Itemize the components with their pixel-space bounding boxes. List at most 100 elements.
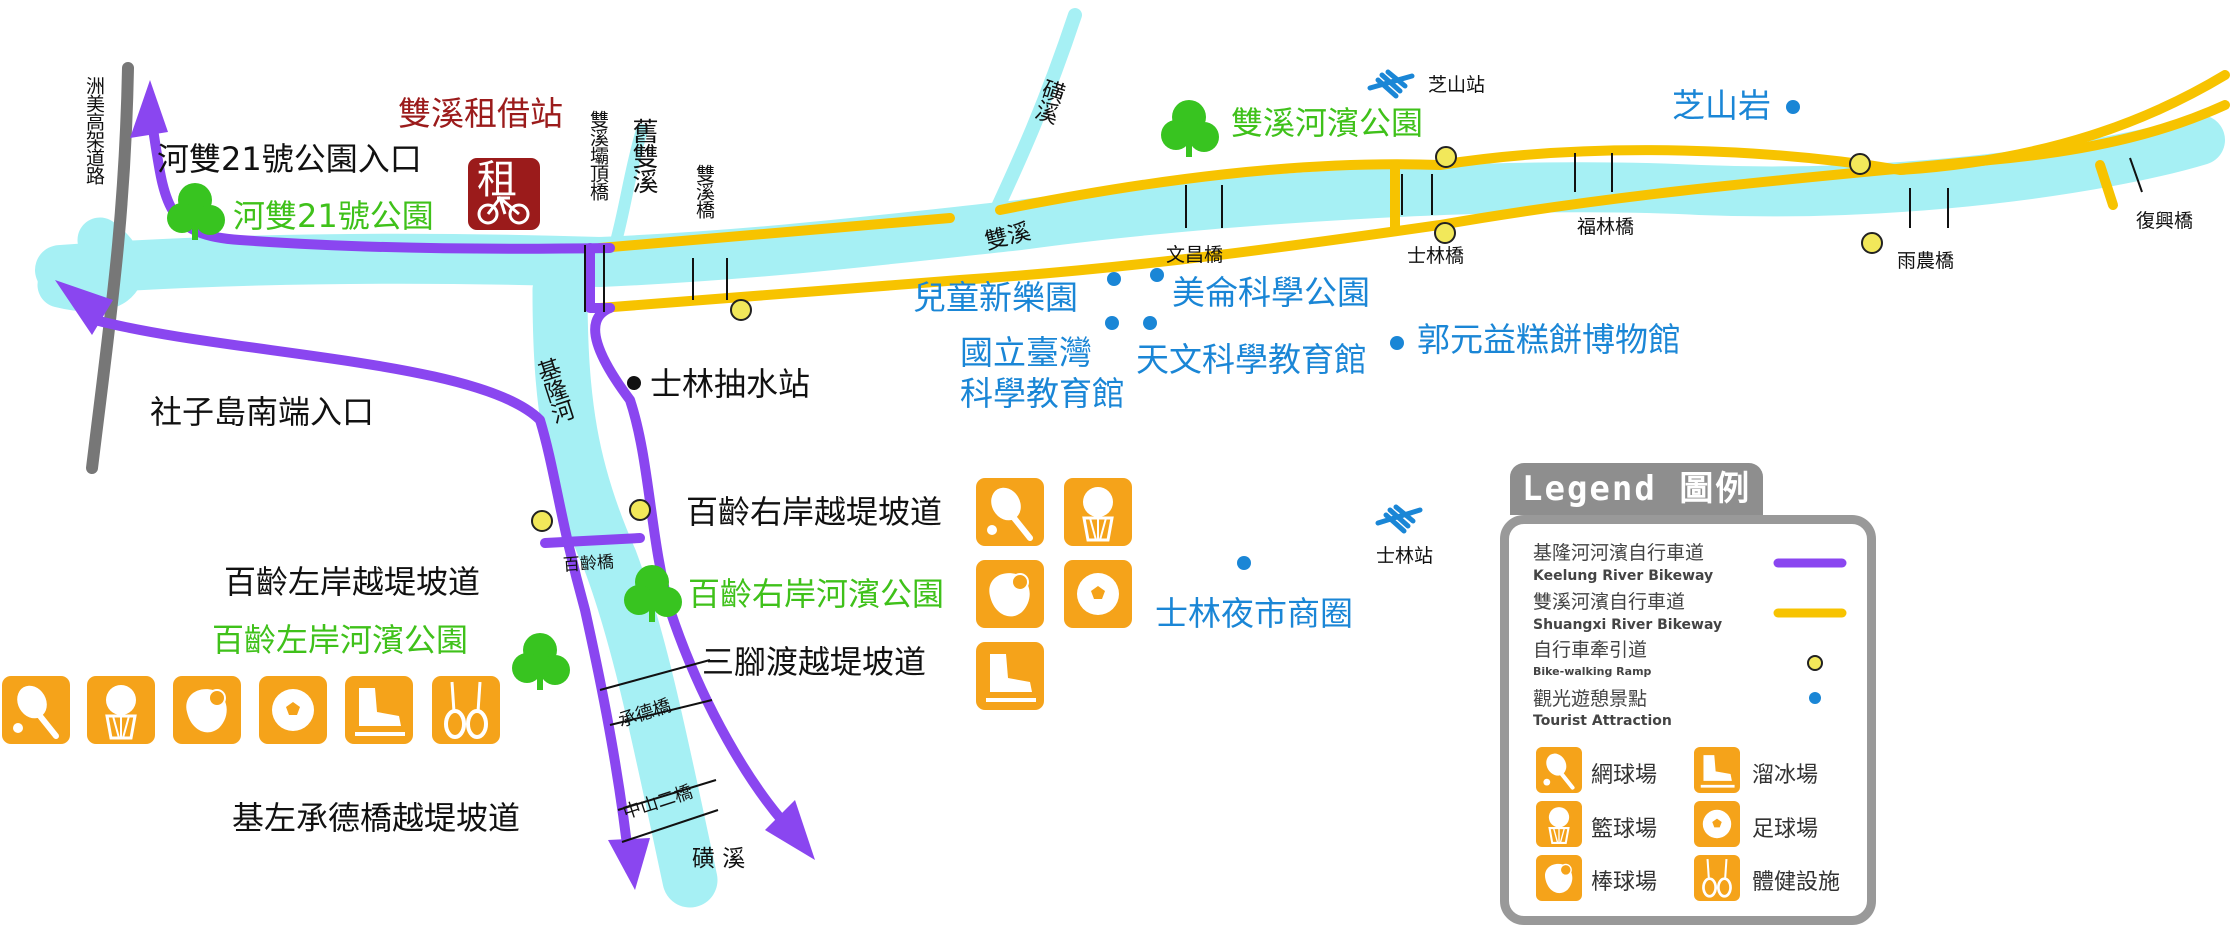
legend-attraction-swatch [1809, 692, 1821, 704]
ramp-marker [1849, 153, 1871, 175]
soccer-icon [259, 676, 327, 744]
zhishanyan-label: 芝山岩 [1672, 86, 1771, 125]
shilin-bridge-label: 士林橋 [1407, 245, 1465, 267]
tree-icon [1161, 100, 1219, 157]
soccer-icon [1064, 560, 1132, 628]
legend-attraction-zh: 觀光遊憩景點 [1533, 688, 1648, 710]
tree-icon [167, 183, 225, 240]
huangxi-bottom-label: 磺 溪 [692, 846, 746, 872]
tennis-icon [2, 676, 70, 744]
kuo-museum-label: 郭元益糕餅博物館 [1417, 320, 1681, 359]
legend-shuangxi-zh: 雙溪河濱自行車道 [1533, 591, 1686, 613]
zhoumei-road-label: 洲美高架道路 [83, 76, 105, 184]
baseball-icon [173, 676, 241, 744]
legend-title: Legend 圖例 [1510, 463, 1764, 515]
river-main [35, 115, 2225, 295]
tennis-icon [976, 478, 1044, 546]
bailing-right-park-label: 百齡右岸河濱公園 [688, 575, 945, 613]
legend-fitness-label: 體健設施 [1752, 870, 1841, 895]
pump-station-label: 士林抽水站 [650, 365, 811, 403]
night-market-label: 士林夜市商圈 [1155, 594, 1353, 633]
rental-char: 租 [477, 157, 517, 203]
legend-tennis-icon [1536, 747, 1582, 793]
ramp-marker [730, 299, 752, 321]
mrt-logo [1375, 504, 1423, 534]
ramp-marker [629, 499, 651, 521]
legend-title-zh: 圖例 [1679, 469, 1752, 509]
skating-icon [345, 676, 413, 744]
legend-baseball-label: 棒球場 [1591, 870, 1658, 895]
old-shuangxi-river [609, 124, 648, 251]
skating-icon [976, 642, 1044, 710]
sanjiaodu-ramp-label: 三腳渡越堤坡道 [702, 643, 927, 681]
bailing-left-ramp-label: 百齡左岸越堤坡道 [224, 563, 481, 601]
legend-skating-icon [1694, 747, 1740, 793]
shilin-station-label: 士林站 [1376, 545, 1434, 567]
ramp-marker [1861, 232, 1883, 254]
shuangxi-bridge-label: 雙溪橋 [693, 164, 715, 218]
ramp-marker [1434, 222, 1456, 244]
ntsec-line1-label: 國立臺灣 [960, 333, 1092, 372]
ramp-markers [531, 146, 1883, 532]
legend-fitness-icon [1694, 855, 1740, 901]
arrow-north [130, 80, 168, 138]
tree-icon [512, 633, 570, 690]
arrow-south-right [765, 800, 815, 860]
bikeway-arrows [55, 80, 815, 890]
shuangxi-dam-bridge-label: 雙溪壩頂橋 [587, 110, 609, 200]
legend-skating-label: 溜冰場 [1752, 763, 1819, 788]
fuxing-bridge-label: 復興橋 [2136, 210, 2194, 232]
basketball-icon [1064, 478, 1132, 546]
bailing-left-park-label: 百齡左岸河濱公園 [212, 621, 469, 659]
keelung-river [532, 262, 718, 908]
jizuo-chengde-ramp-label: 基左承德橋越堤坡道 [232, 799, 521, 837]
legend-soccer-label: 足球場 [1752, 817, 1819, 842]
park21-entrance-label: 河雙21號公園入口 [157, 140, 422, 178]
legend-shuangxi-en: Shuangxi River Bikeway [1533, 617, 1723, 633]
children-park-label: 兒童新樂園 [913, 278, 1078, 317]
legend-keelung-zh: 基隆河河濱自行車道 [1533, 542, 1705, 564]
old-shuangxi-label: 舊雙溪 [628, 118, 658, 193]
fitness-icon [432, 676, 500, 744]
attraction-dots [1105, 100, 1800, 570]
bailing-right-ramp-label: 百齡右岸越堤坡道 [686, 493, 943, 531]
legend-ramp-swatch [1807, 655, 1823, 671]
huangxi-river [978, 8, 1082, 242]
arrow-west [55, 280, 113, 335]
pump-station-dot [627, 376, 641, 390]
ramp-marker [1435, 146, 1457, 168]
legend-keelung-en: Keelung River Bikeway [1533, 568, 1714, 584]
legend-basketball-label: 籃球場 [1591, 817, 1658, 842]
legend-ramp-zh: 自行車牽引道 [1533, 639, 1648, 661]
zhoumei-road [86, 62, 134, 474]
legend-symbols [1773, 558, 1847, 704]
zhishan-station-label: 芝山站 [1428, 74, 1486, 96]
yunong-bridge-label: 雨農橋 [1897, 250, 1955, 272]
bicycle-icon [477, 195, 530, 225]
meilun-park-label: 美侖科學公園 [1172, 273, 1370, 312]
legend-title-en: Legend [1522, 469, 1657, 509]
ramp-marker [531, 510, 553, 532]
arrow-south-left [608, 838, 650, 890]
shuangxi-park-label: 雙溪河濱公園 [1231, 104, 1424, 142]
mrt-logo [1367, 69, 1415, 99]
ntsec-line2-label: 科學教育館 [960, 374, 1125, 413]
bailing-bridge-label: 百齡橋 [562, 552, 615, 576]
tree-icon [624, 565, 682, 622]
legend-baseball-icon [1536, 855, 1582, 901]
rental-box [468, 158, 540, 230]
park21-label: 河雙21號公園 [233, 197, 434, 235]
wenchang-bridge-label: 文昌橋 [1166, 244, 1224, 266]
tree-icons [167, 100, 1219, 690]
basketball-icon [87, 676, 155, 744]
shezidao-entrance-label: 社子島南端入口 [150, 393, 375, 431]
astronomy-label: 天文科學教育館 [1136, 340, 1367, 379]
bridge-lines [584, 153, 2143, 843]
legend-attraction-en: Tourist Attraction [1533, 713, 1672, 729]
fulin-bridge-label: 福林橋 [1577, 216, 1635, 238]
baseball-icon [976, 560, 1044, 628]
rental-station-label: 雙溪租借站 [398, 94, 563, 133]
legend-ramp-en: Bike-walking Ramp [1533, 665, 1652, 678]
